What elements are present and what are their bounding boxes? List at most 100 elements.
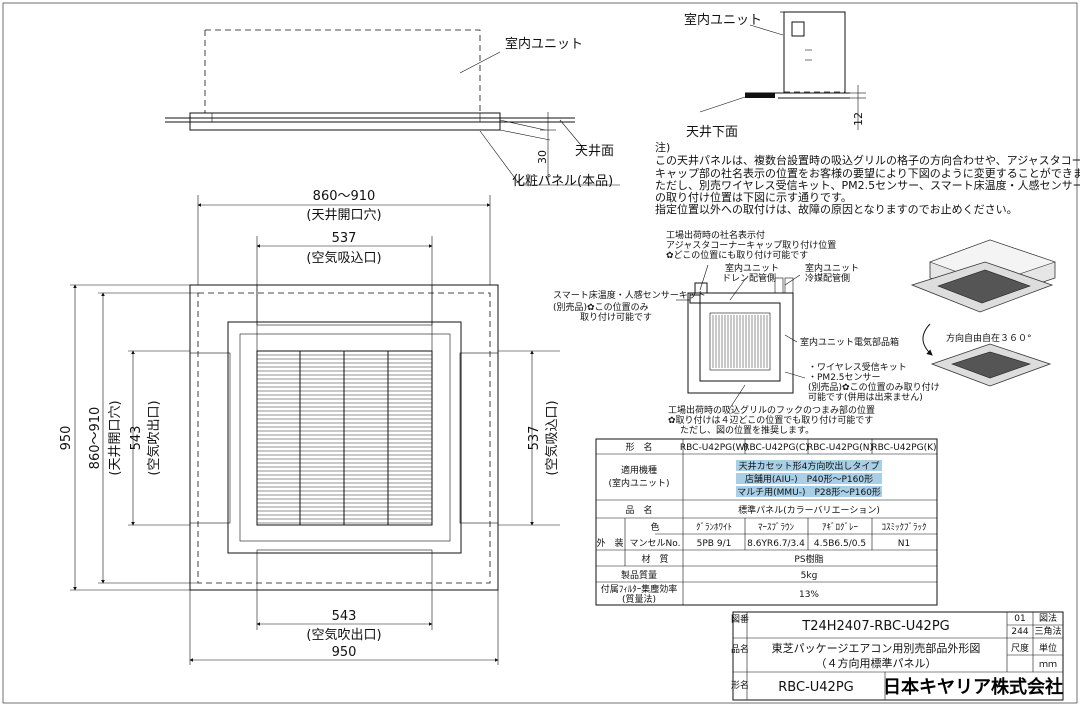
- sheet: 01: [1014, 614, 1025, 624]
- unit: ｍｍ: [1039, 660, 1057, 670]
- side-panel-label: 化粧パネル(本品): [512, 174, 613, 189]
- notes-line: この天井パネルは、複数台設置時の吸込グリルの格子の方向合わせや、アジャスタコーナ…: [655, 153, 1080, 167]
- dim-intake-w: 537: [332, 231, 357, 246]
- wireless-1: ・ワイヤレス受信キット: [808, 361, 907, 373]
- material: PS樹脂: [794, 553, 823, 565]
- row-model-label: 形 名: [625, 441, 652, 453]
- hook-2: ✿取り付けは４辺どこの位置でも取り付け可能です: [668, 414, 873, 426]
- exterior-label: 外 装: [596, 537, 623, 549]
- munsell-c: 8.6YR6.7/3.4: [747, 539, 805, 549]
- model-w: RBC-U42PG(W): [680, 443, 748, 453]
- applicable-line-1: 天井カセット形4方向吹出しタイプ: [739, 460, 880, 472]
- drawing-no-label: 図番: [731, 613, 749, 625]
- drain-1: 室内ユニット: [725, 262, 779, 274]
- munsell-label: マンセルNo.: [630, 538, 681, 549]
- refrigerant-1: 室内ユニット: [805, 262, 859, 274]
- callout-top-2: アジャスタコーナーキャップ取り付け位置: [666, 239, 836, 251]
- wireless-2: ・PM2.5センサー: [808, 372, 881, 383]
- drain-2: ドレン配管側: [722, 272, 776, 284]
- side-dim-30: 30: [536, 150, 549, 164]
- detail-ceiling-bottom-label: 天井下面: [686, 125, 738, 140]
- notes-heading: 注): [655, 140, 670, 154]
- callout-top-3: ✿どこの位置にも取り付け可能です: [666, 249, 808, 261]
- product-name: 標準パネル(カラーバリエーション): [738, 504, 880, 516]
- notes-line: キャップ部の社名表示の位置をお客様の要望により下図のように変更することができます…: [655, 166, 1080, 180]
- model-label: 形名: [731, 679, 749, 691]
- notes-line: 指定位置以外への取付けは、故障の原因となりますのでお止めください。: [655, 202, 1018, 216]
- scale-label: 尺度: [1011, 642, 1029, 654]
- dim-opening-w: 860～910: [313, 189, 376, 204]
- detail-ceiling-hatch: [745, 93, 775, 98]
- dim-outlet-w-label: (空気吹出口): [306, 627, 381, 643]
- detail-dim-12: 12: [852, 112, 865, 126]
- dim-outlet-w: 543: [332, 609, 357, 624]
- title-block: 図番 T24H2407-RBC-U42PG 01 244 図法 三角法 品名 東…: [731, 611, 1064, 701]
- install-diagram: 工場出荷時の社名表示付 アジャスタコーナーキャップ取り付け位置 ✿どこの位置にも…: [553, 229, 940, 436]
- unit-label: 単位: [1039, 642, 1057, 654]
- mass-label: 製品質量: [621, 569, 657, 581]
- color-n: ｱｷﾞﾛｸﾞﾚｰ: [822, 522, 859, 533]
- drawing-no: T24H2407-RBC-U42PG: [801, 619, 950, 634]
- sensor-3: 取り付け可能です: [580, 311, 652, 323]
- munsell-k: N1: [898, 539, 910, 549]
- ceiling-opening: [197, 292, 491, 584]
- applicable-line-2: 店舗用(AIU-) P40形～P160形: [745, 473, 873, 485]
- filter: 13%: [799, 590, 819, 600]
- dim-intake-h: 537: [527, 426, 542, 451]
- hook-3: ただし、図の位置を推奨します。: [680, 424, 814, 436]
- name-line-2: （４方向用標準パネル）: [816, 656, 937, 670]
- spec-table: 形 名 RBC-U42PG(W) RBC-U42PG(C) RBC-U42PG(…: [595, 438, 938, 606]
- wireless-4: 可能です(併用は出来ません): [808, 391, 923, 403]
- plan-view: 860～910 (天井開口穴) 537 (空気吸込口) 543 (空気吹出口) …: [59, 189, 560, 665]
- notes-line: ただし、別売ワイヤレス受信キット、PM2.5センサー、スマート床温度・人感センサ…: [655, 178, 1080, 192]
- dim-outlet-h: 543: [129, 426, 144, 451]
- name-label: 品名: [731, 643, 749, 655]
- dim-opening-h-label: (天井開口穴): [108, 400, 123, 475]
- munsell-w: 5PB 9/1: [697, 539, 732, 549]
- projection-label: 図法: [1039, 612, 1057, 624]
- sensor-1: スマート床温度・人感センサーキット: [553, 289, 706, 301]
- refrigerant-2: 冷媒配管側: [805, 272, 850, 284]
- color-c: ﾏｰｽﾌﾞﾗｳﾝ: [758, 522, 795, 533]
- side-view: 室内ユニット 30 天井面 化粧パネル(本品): [165, 29, 620, 189]
- detail-view: 室内ユニット 天井下面 12: [684, 11, 866, 140]
- material-label: 材 質: [641, 553, 668, 565]
- applicable-line-3: マルチ用(MMU-) P28形～P160形: [737, 486, 881, 498]
- color-k: ｺｽﾐｯｸﾌﾞﾗｯｸ: [881, 522, 926, 533]
- applicable-label-2: (室内ユニット): [608, 477, 669, 489]
- dim-intake-h-label: (空気吸込口): [544, 400, 560, 475]
- projection: 三角法: [1034, 625, 1061, 637]
- model-c: RBC-U42PG(C): [743, 443, 809, 453]
- detail-indoor-unit-label: 室内ユニット: [684, 12, 762, 28]
- side-ceiling-label: 天井面: [575, 144, 614, 159]
- dim-overall-h: 950: [59, 426, 74, 451]
- dim-overall-w: 950: [332, 645, 357, 660]
- side-indoor-unit-label: 室内ユニット: [505, 36, 583, 52]
- name-line-1: 東芝パッケージエアコン用別売部品外形図: [772, 641, 981, 655]
- electrical-label: 室内ユニット電気部品箱: [800, 336, 899, 348]
- sensor-2: (別売品)✿この位置のみ: [553, 301, 649, 313]
- notes: 注) この天井パネルは、複数台設置時の吸込グリルの格子の方向合わせや、アジャスタ…: [655, 140, 1080, 216]
- product-name-label: 品 名: [625, 504, 652, 516]
- color-label: 色: [650, 521, 659, 533]
- callout-top-1: 工場出荷時の社名表示付: [666, 229, 765, 241]
- applicable-label-1: 適用機種: [621, 464, 657, 476]
- dim-intake-w-label: (空気吸込口): [306, 250, 381, 266]
- dim-opening-h: 860～910: [88, 407, 103, 470]
- model: RBC-U42PG: [778, 680, 853, 695]
- panel-3d-illustration: 方向自由自在３６０°: [910, 239, 1056, 387]
- filter-label-1: 付属ﾌｨﾙﾀｰ集塵効率: [601, 583, 678, 595]
- dim-outlet-h-label: (空気吹出口): [146, 400, 162, 475]
- notes-line: の取り付け位置は下図に示す通りです。: [655, 190, 852, 204]
- wireless-3: (別売品)✿この位置のみ取り付け: [808, 381, 940, 393]
- rotation-label: 方向自由自在３６０°: [946, 332, 1032, 344]
- filter-label-2: (質量法): [622, 593, 656, 605]
- page: 244: [1011, 627, 1028, 637]
- munsell-n: 4.5B6.5/0.5: [814, 539, 866, 549]
- mass: 5kg: [801, 571, 818, 581]
- company-name: 日本キヤリア株式会社: [883, 676, 1063, 698]
- dim-opening-w-label: (天井開口穴): [306, 208, 381, 223]
- model-k: RBC-U42PG(K): [871, 443, 936, 453]
- color-w: ｸﾞﾗﾝﾎﾜｲﾄ: [696, 522, 732, 533]
